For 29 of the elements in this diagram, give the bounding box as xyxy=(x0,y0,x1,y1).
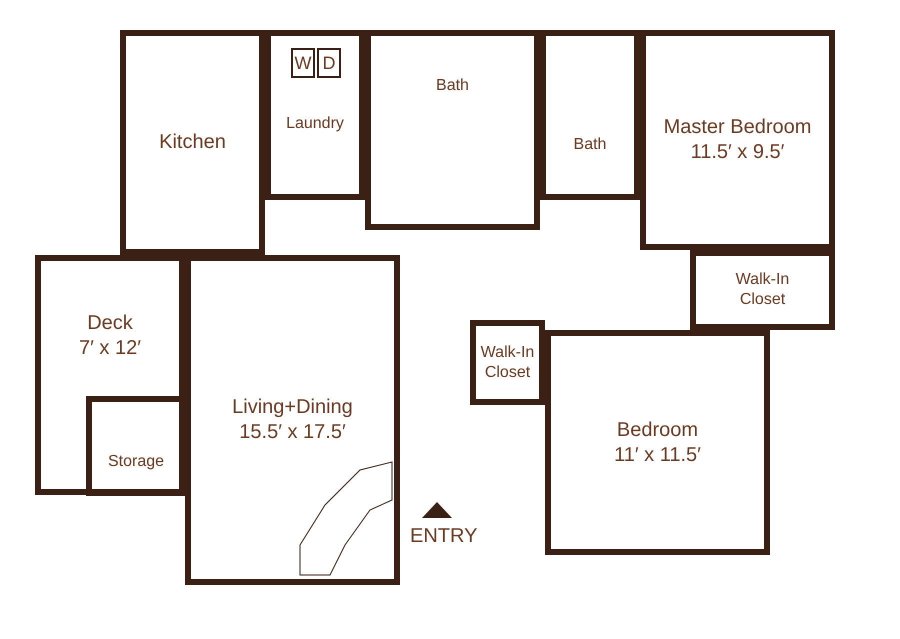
room xyxy=(185,255,400,585)
room-dimensions: 11.5′ x 9.5′ xyxy=(690,140,784,165)
room-name: Kitchen xyxy=(159,130,226,155)
appliance-box: D xyxy=(317,48,341,78)
room-name: Master Bedroom xyxy=(664,115,812,140)
room xyxy=(640,30,835,250)
room-dimensions: 11′ x 11.5′ xyxy=(614,442,701,468)
room xyxy=(265,30,365,200)
room-name: Bath xyxy=(574,135,606,155)
room xyxy=(545,330,770,555)
room xyxy=(120,30,265,255)
room-name: Deck xyxy=(87,311,133,336)
room-name: Laundry xyxy=(286,114,344,134)
room-name: Walk-In Closet xyxy=(480,342,536,382)
room-name: Storage xyxy=(108,452,164,472)
room xyxy=(35,255,185,495)
room-name: Bath xyxy=(436,76,469,96)
entry-label: ENTRY xyxy=(410,525,478,548)
appliance-box: W xyxy=(291,48,315,78)
room-dimensions: 15.5′ x 17.5′ xyxy=(239,420,346,445)
room xyxy=(365,30,540,230)
room xyxy=(470,320,545,405)
room xyxy=(690,250,835,330)
room xyxy=(540,30,640,200)
room xyxy=(86,396,186,496)
room-name: Walk-In Closet xyxy=(734,270,790,310)
room-name: Bedroom xyxy=(616,418,698,442)
room-name: Living+Dining xyxy=(232,395,353,420)
room-dimensions: 7′ x 12′ xyxy=(79,336,141,361)
